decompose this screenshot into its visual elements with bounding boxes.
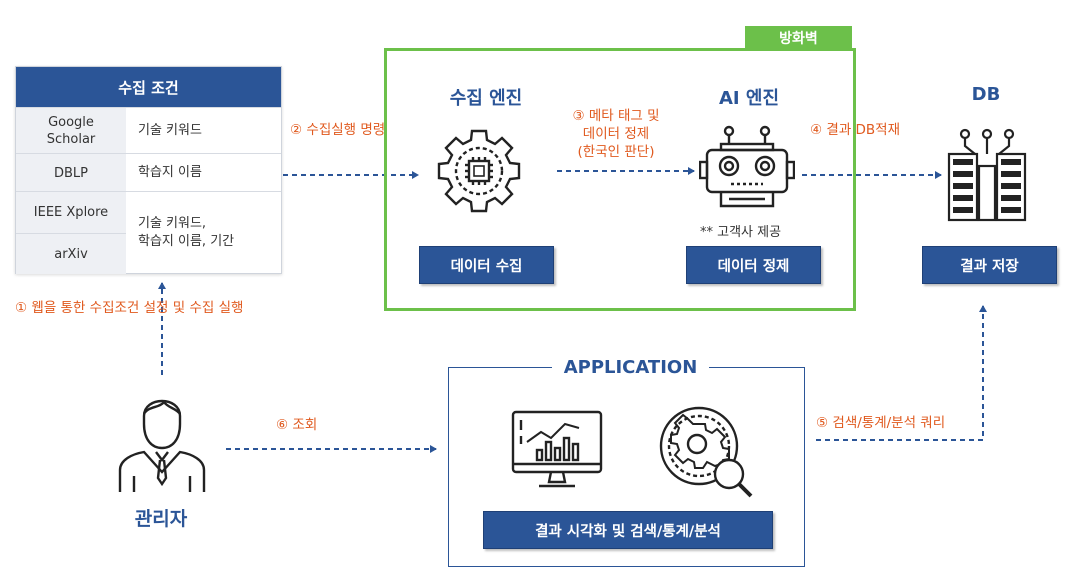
- data-collection-button[interactable]: 데이터 수집: [419, 246, 554, 284]
- table-row: IEEE Xplore arXiv 기술 키워드, 학습지 이름, 기간: [16, 191, 281, 274]
- data-cleansing-button[interactable]: 데이터 정제: [686, 246, 821, 284]
- collection-conditions-table: 수집 조건 Google Scholar 기술 키워드 DBLP 학습지 이름 …: [15, 66, 282, 274]
- table-row: DBLP 학습지 이름: [16, 153, 281, 192]
- criteria-cell: 기술 키워드: [138, 123, 202, 138]
- criteria-cell: 학습지 이름: [138, 165, 202, 180]
- collect-engine-title: 수집 엔진: [449, 88, 523, 109]
- visualize-search-button[interactable]: 결과 시각화 및 검색/통계/분석: [483, 511, 773, 549]
- step-3-label: ③ 메타 태그 및 데이터 정제 (한국인 판단): [572, 108, 660, 160]
- table-row: Google Scholar 기술 키워드: [16, 107, 281, 154]
- arrow-app-to-db: [816, 305, 987, 441]
- application-title: APPLICATION: [552, 354, 709, 380]
- merged-criteria-cell: 기술 키워드, 학습지 이름, 기간: [138, 216, 235, 249]
- source-ieee-xplore: IEEE Xplore: [16, 192, 126, 233]
- source-arxiv: arXiv: [16, 233, 126, 274]
- step-6-label: ⑥ 조회: [276, 417, 318, 433]
- robot-icon: [699, 125, 795, 208]
- gear-chip-icon: [437, 129, 521, 213]
- ai-engine-note: ** 고객사 제공: [700, 225, 782, 240]
- person-icon: [118, 399, 206, 492]
- step-2-label: ② 수집실행 명령: [290, 122, 386, 138]
- ai-engine-title: AI 엔진: [718, 88, 779, 109]
- firewall-label: 방화벽: [745, 26, 852, 50]
- server-icon: [947, 128, 1027, 222]
- firewall-boundary: [384, 48, 856, 311]
- db-title: DB: [971, 84, 1001, 105]
- step-5-label: ⑤ 검색/통계/분석 쿼리: [816, 415, 946, 431]
- source-dblp: DBLP: [16, 154, 126, 192]
- source-google-scholar: Google Scholar: [16, 108, 126, 154]
- chart-monitor-icon: [511, 410, 603, 488]
- save-result-button[interactable]: 결과 저장: [922, 246, 1057, 284]
- step-1-label: ① 웹을 통한 수집조건 설정 및 수집 실행: [15, 300, 244, 316]
- admin-label: 관리자: [134, 508, 188, 530]
- gear-search-icon: [659, 406, 753, 498]
- conditions-title: 수집 조건: [16, 67, 281, 107]
